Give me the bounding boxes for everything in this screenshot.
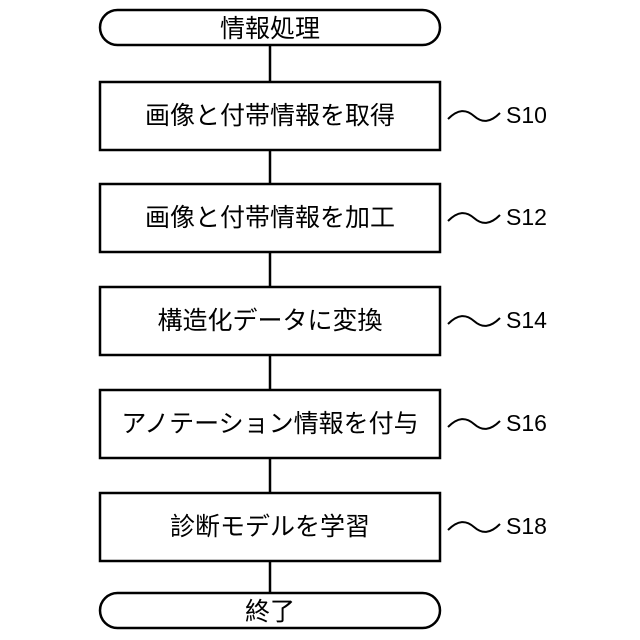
- process-label-s12: 画像と付帯情報を加工: [145, 203, 395, 232]
- process-label-s10: 画像と付帯情報を取得: [145, 101, 395, 130]
- leader-line-s16: [448, 419, 500, 429]
- process-label-s16: アノテーション情報を付与: [121, 409, 418, 438]
- end-label: 終了: [245, 597, 295, 626]
- start-terminator: 情報処理: [100, 10, 440, 45]
- process-step-s10: 画像と付帯情報を取得 S10: [100, 82, 547, 150]
- process-label-s18: 診断モデルを学習: [170, 512, 370, 541]
- process-step-s14: 構造化データに変換 S14: [100, 287, 547, 355]
- step-id-s10: S10: [506, 102, 547, 128]
- step-id-s14: S14: [506, 307, 547, 333]
- process-step-s12: 画像と付帯情報を加工 S12: [100, 184, 547, 252]
- process-step-s16: アノテーション情報を付与 S16: [100, 390, 547, 458]
- step-id-s18: S18: [506, 513, 547, 539]
- process-step-s18: 診断モデルを学習 S18: [100, 493, 547, 561]
- process-label-s14: 構造化データに変換: [157, 306, 382, 335]
- step-id-s16: S16: [506, 410, 547, 436]
- leader-line-s10: [448, 111, 500, 121]
- leader-line-s14: [448, 316, 500, 326]
- leader-line-s18: [448, 522, 500, 532]
- end-terminator: 終了: [100, 593, 440, 628]
- leader-line-s12: [448, 213, 500, 223]
- step-id-s12: S12: [506, 204, 547, 230]
- start-label: 情報処理: [220, 14, 320, 43]
